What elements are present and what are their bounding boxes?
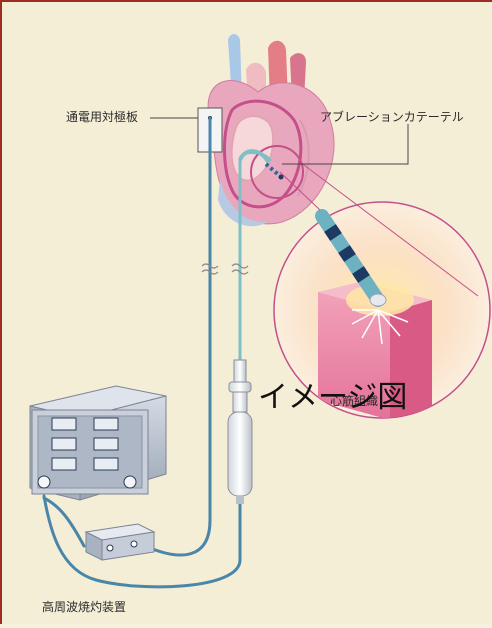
connector-box (84, 523, 156, 561)
catheter-handle (227, 359, 253, 504)
energy-arrows (351, 309, 409, 345)
electrode-label: 通電用対極板 (66, 110, 139, 124)
cable-break-marks (201, 263, 249, 275)
magnified-view (273, 161, 491, 419)
catheter-in-heart (238, 149, 284, 180)
leader-lines (150, 117, 409, 165)
zoom-circle (250, 145, 304, 199)
catheter-label: アブレーションカテーテル (320, 110, 464, 124)
generator-label: 高周波焼灼装置 (42, 600, 127, 614)
overlay-caption: イメージ図 (258, 380, 408, 415)
tissue-label: 心筋組織 (330, 394, 379, 408)
rf-generator (29, 385, 167, 501)
catheter-tip (315, 209, 387, 307)
